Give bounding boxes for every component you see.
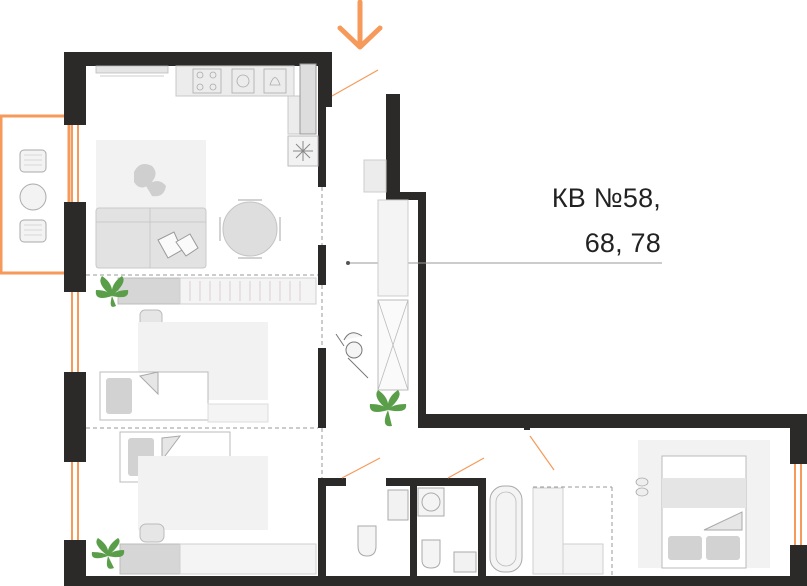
master-bedroom — [532, 440, 770, 575]
bedroom-two — [99, 277, 317, 423]
kitchen-living-room — [95, 63, 319, 269]
person-icon — [335, 332, 369, 379]
balcony — [0, 114, 71, 275]
room-separators — [86, 187, 613, 576]
apartment-title: КВ №58, — [551, 183, 661, 213]
apartment-numbers: 68, 78 — [584, 228, 661, 258]
plant-icon — [95, 276, 129, 307]
windows — [71, 125, 802, 545]
plant-icon — [369, 390, 407, 427]
bathrooms — [357, 485, 523, 573]
bedroom-three — [119, 431, 317, 575]
door-swings — [331, 69, 555, 479]
walls — [64, 52, 807, 586]
corridor — [335, 159, 409, 391]
plant-icon — [91, 538, 125, 569]
fan-icon — [287, 135, 319, 167]
dining-table — [219, 199, 281, 259]
arrow-down-icon — [337, 0, 383, 50]
